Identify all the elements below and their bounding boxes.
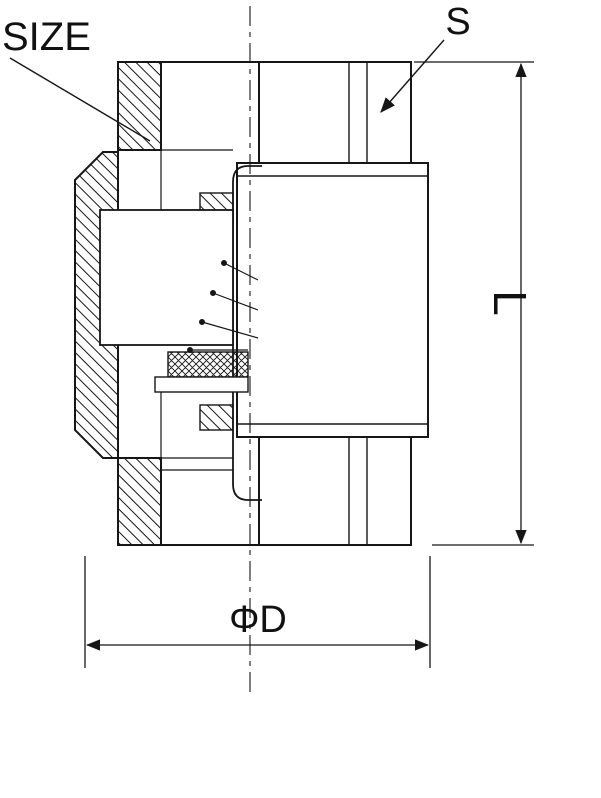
l-label: L: [484, 290, 536, 316]
seal-crosshatch: [167, 351, 249, 378]
body-cylinder: [236, 162, 429, 438]
top-pipe-section: [117, 61, 162, 151]
valve-outer-body: [236, 61, 429, 546]
dimension-D: [84, 556, 431, 668]
spring: [187, 260, 259, 354]
d-label: ΦD: [229, 599, 287, 641]
seat-step: [154, 376, 249, 393]
top-hex-nut: [258, 61, 412, 164]
leader-S: [380, 39, 445, 113]
bottom-pipe-section: [117, 457, 162, 546]
s-label: S: [445, 1, 470, 43]
valve-guide: [99, 209, 234, 346]
bottom-hex-nut: [258, 436, 412, 546]
dimension-L: [414, 61, 534, 546]
leader-SIZE: [9, 57, 151, 142]
body-face-lines: [118, 61, 259, 546]
hex-facet-lines: [237, 62, 428, 545]
size-label: SIZE: [2, 15, 91, 59]
